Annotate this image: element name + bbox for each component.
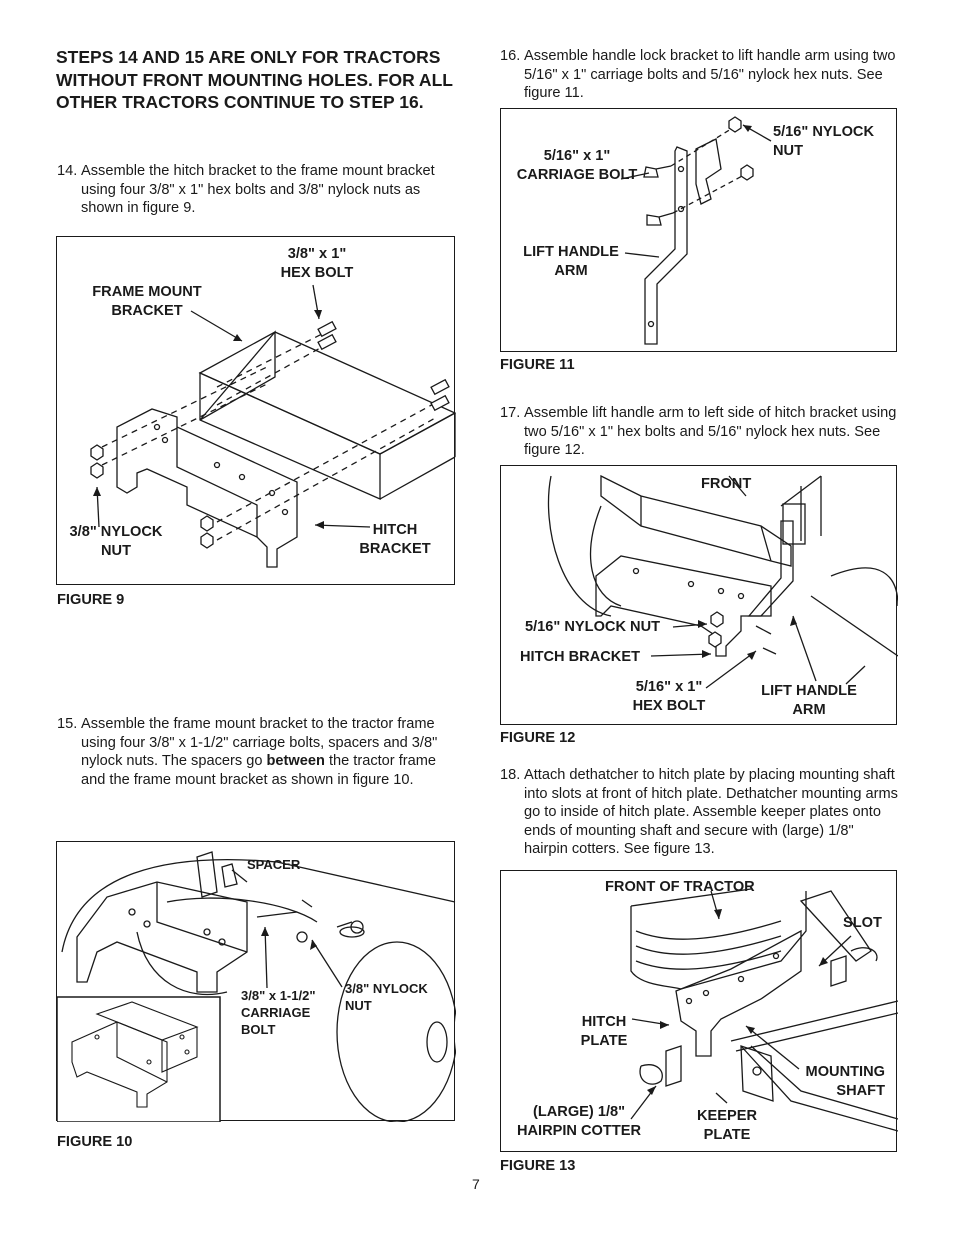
label-line: HITCH xyxy=(372,522,418,538)
step-number: 16. xyxy=(500,48,521,64)
label-line: NUT xyxy=(101,542,131,559)
label-hex-bolt: 3/8" x 1" HEX BOLT xyxy=(267,245,367,282)
figure-11-drawing xyxy=(620,116,772,345)
label-nylock-nut: 3/8" NYLOCK NUT xyxy=(345,980,428,1014)
step-17: 17. Assemble lift handle arm to left sid… xyxy=(500,404,898,460)
label-line: BOLT xyxy=(241,1022,276,1037)
label-line: (LARGE) 1/8" xyxy=(532,1104,626,1120)
figure-10-caption: FIGURE 10 xyxy=(57,1134,133,1150)
step-text: Assemble the hitch bracket to the frame … xyxy=(81,163,435,217)
figure-10: SPACER 3/8" x 1-1/2" CARRIAGE BOLT 3/8" … xyxy=(56,841,456,1122)
figure-11: 5/16" NYLOCK NUT 5/16" x 1" CARRIAGE BOL… xyxy=(500,108,897,352)
label-nylock-nut: 5/16" NYLOCK NUT xyxy=(773,123,874,160)
figure-9: 3/8" x 1" HEX BOLT FRAME MOUNT BRACKET 3… xyxy=(56,236,456,585)
label-lift-handle-arm: LIFT HANDLE ARM xyxy=(753,682,865,719)
step-number: 14. xyxy=(57,163,78,179)
label-line: 5/16" x 1" xyxy=(635,679,703,695)
label-line: MOUNTING xyxy=(805,1064,885,1080)
label-line: 5/16" NYLOCK xyxy=(773,124,874,140)
figure-13-caption: FIGURE 13 xyxy=(500,1158,576,1174)
label-hex-bolt: 5/16" x 1" HEX BOLT xyxy=(621,678,717,715)
label-line: 3/8" x 1-1/2" xyxy=(241,988,316,1003)
page-number: 7 xyxy=(472,1176,480,1192)
figure-12-drawing xyxy=(547,474,898,689)
label-hitch-plate: HITCH PLATE xyxy=(573,1013,635,1050)
figure-12-caption: FIGURE 12 xyxy=(500,730,576,746)
label-line: BRACKET xyxy=(111,302,183,319)
label-line: HEX BOLT xyxy=(280,264,354,281)
label-line: BRACKET xyxy=(359,540,431,557)
step-number: 15. xyxy=(57,716,78,732)
label-line: 3/8" NYLOCK xyxy=(345,981,428,996)
label-nylock-nut: 3/8" NYLOCK NUT xyxy=(62,523,170,560)
step-number: 17. xyxy=(500,405,521,421)
step-text: Assemble the frame mount bracket to the … xyxy=(57,715,452,789)
label-line: ARM xyxy=(792,701,826,718)
page-heading: STEPS 14 AND 15 ARE ONLY FOR TRACTORS WI… xyxy=(56,47,453,112)
figure-11-caption: FIGURE 11 xyxy=(500,357,575,373)
step-number: 18. xyxy=(500,767,521,783)
label-hitch-bracket: HITCH BRACKET xyxy=(354,521,436,558)
label-hitch-bracket: HITCH BRACKET xyxy=(520,649,640,665)
label-line: ARM xyxy=(554,262,588,279)
label-line: CARRIAGE BOLT xyxy=(516,166,638,183)
label-mounting-shaft: MOUNTING SHAFT xyxy=(777,1063,885,1100)
figure-9-drawing xyxy=(90,284,456,568)
step-text-emphasis: between xyxy=(266,753,325,770)
label-line: PLATE xyxy=(580,1032,628,1049)
label-lift-handle-arm: LIFT HANDLE ARM xyxy=(513,243,629,280)
label-front-of-tractor: FRONT OF TRACTOR xyxy=(605,879,755,895)
step-15: 15. Assemble the frame mount bracket to … xyxy=(57,715,452,789)
label-frame-mount-bracket: FRAME MOUNT BRACKET xyxy=(85,283,209,320)
label-line: HEX BOLT xyxy=(632,697,706,714)
step-text-part: Assemble the frame mount bracket to the … xyxy=(81,716,438,770)
label-line: NUT xyxy=(345,998,372,1013)
label-line: PLATE xyxy=(703,1126,751,1143)
label-line: FRAME MOUNT xyxy=(92,284,202,300)
label-line: NUT xyxy=(773,142,803,159)
label-line: CARRIAGE xyxy=(241,1005,311,1020)
step-text: Assemble lift handle arm to left side of… xyxy=(524,405,897,459)
label-line: KEEPER xyxy=(696,1108,757,1124)
label-spacer: SPACER xyxy=(247,857,301,872)
label-line: HAIRPIN COTTER xyxy=(516,1122,642,1139)
figure-12: FRONT 5/16" NYLOCK NUT HITCH BRACKET 5/1… xyxy=(500,465,898,725)
label-carriage-bolt: 3/8" x 1-1/2" CARRIAGE BOLT xyxy=(241,987,315,1038)
figure-13: FRONT OF TRACTOR SLOT HITCH PLATE MOUNTI… xyxy=(500,870,898,1152)
figure-13-drawing xyxy=(630,888,898,1132)
step-18: 18. Attach dethatcher to hitch plate by … xyxy=(500,766,898,859)
figure-9-caption: FIGURE 9 xyxy=(57,592,125,608)
label-nylock-nut: 5/16" NYLOCK NUT xyxy=(525,619,661,635)
step-text: Attach dethatcher to hitch plate by plac… xyxy=(524,767,898,858)
label-line: LIFT HANDLE xyxy=(761,683,857,699)
label-keeper-plate: KEEPER PLATE xyxy=(691,1107,763,1144)
step-14: 14. Assemble the hitch bracket to the fr… xyxy=(57,162,452,218)
label-line: 5/16" x 1" xyxy=(543,148,611,164)
figure-10-drawing xyxy=(57,851,456,1122)
label-hairpin-cotter: (LARGE) 1/8" HAIRPIN COTTER xyxy=(511,1103,647,1140)
label-slot: SLOT xyxy=(843,915,882,931)
label-line: 3/8" x 1" xyxy=(287,246,347,262)
label-line: 3/8" NYLOCK xyxy=(69,524,163,540)
label-line: SHAFT xyxy=(836,1082,885,1099)
step-text-part: the tractor frame and the frame mount br… xyxy=(81,753,437,788)
label-line: LIFT HANDLE xyxy=(523,244,619,260)
step-16: 16. Assemble handle lock bracket to lift… xyxy=(500,47,898,103)
label-front: FRONT xyxy=(701,476,752,492)
label-carriage-bolt: 5/16" x 1" CARRIAGE BOLT xyxy=(509,147,645,184)
label-line: HITCH xyxy=(581,1014,627,1030)
step-text: Assemble handle lock bracket to lift han… xyxy=(524,48,896,102)
